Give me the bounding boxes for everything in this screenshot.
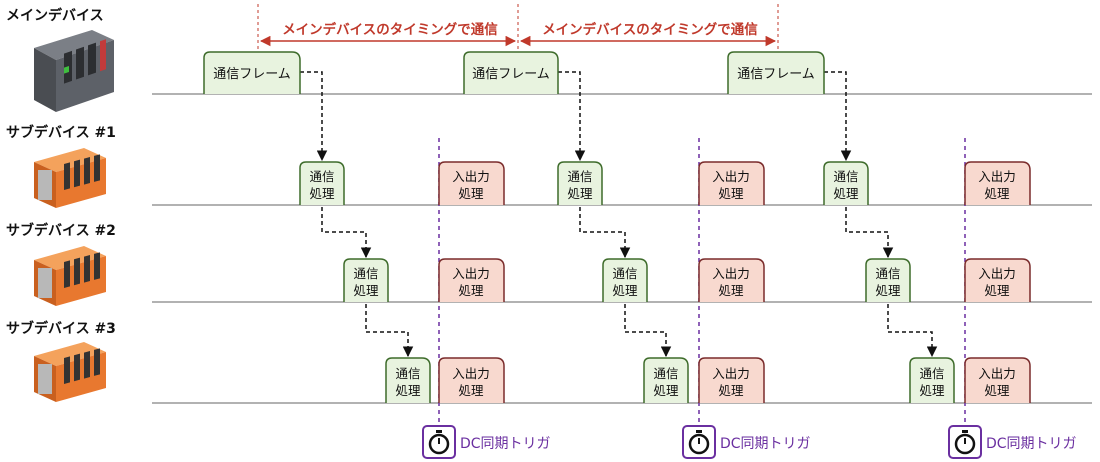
flow-arrow (887, 304, 938, 358)
flow-arrow (365, 304, 414, 358)
svg-text:処理: 処理 (653, 383, 679, 398)
row-label-main: メインデバイス (6, 8, 104, 24)
svg-text:入出力: 入出力 (978, 169, 1016, 184)
comm-process-block: 通信 処理 (299, 161, 345, 205)
io-process-block: 入出力 処理 (698, 258, 765, 302)
flow-arrow (300, 71, 328, 162)
svg-text:処理: 処理 (718, 186, 744, 201)
dc-trigger-2: DC同期トリガ (682, 425, 811, 459)
svg-text:入出力: 入出力 (978, 366, 1016, 381)
comm-process-block: 通信 処理 (643, 357, 689, 403)
svg-text:処理: 処理 (718, 283, 744, 298)
dc-trigger-3: DC同期トリガ (948, 425, 1077, 459)
svg-text:処理: 処理 (718, 383, 744, 398)
svg-text:通信フレーム: 通信フレーム (737, 67, 815, 82)
svg-text:処理: 処理 (833, 186, 859, 201)
svg-text:処理: 処理 (984, 186, 1010, 201)
svg-text:処理: 処理 (875, 283, 901, 298)
sub3-device-icon (34, 342, 106, 402)
svg-text:通信: 通信 (395, 366, 420, 381)
comm-process-block: 通信 処理 (602, 258, 648, 302)
comm-frame-3: 通信フレーム (727, 51, 825, 94)
svg-text:入出力: 入出力 (712, 266, 750, 281)
dc-trigger-1: DC同期トリガ (422, 425, 551, 459)
flow-arrow (558, 71, 586, 162)
svg-text:通信: 通信 (309, 169, 334, 184)
io-process-block: 入出力 処理 (964, 258, 1031, 302)
flow-arrow (845, 207, 894, 259)
svg-text:通信: 通信 (567, 169, 592, 184)
flow-arrow (824, 71, 852, 162)
svg-text:処理: 処理 (309, 186, 335, 201)
io-process-block: 入出力 処理 (438, 258, 505, 302)
io-process-block: 入出力 処理 (698, 161, 765, 205)
svg-text:入出力: 入出力 (452, 266, 490, 281)
sub1-device-icon (34, 148, 106, 208)
svg-text:DC同期トリガ: DC同期トリガ (720, 436, 811, 452)
comm-process-block: 通信 処理 (557, 161, 603, 205)
timing-label-2: メインデバイスのタイミングで通信 (542, 21, 758, 38)
row-label-sub3: サブデバイス #3 (6, 321, 116, 337)
flow-arrow (579, 207, 631, 259)
comm-process-block: 通信 処理 (865, 258, 911, 302)
svg-text:通信: 通信 (833, 169, 858, 184)
flow-arrow (624, 304, 672, 358)
comm-frame-2: 通信フレーム (463, 51, 559, 94)
svg-text:処理: 処理 (458, 283, 484, 298)
svg-text:処理: 処理 (458, 383, 484, 398)
comm-process-block: 通信 処理 (343, 258, 389, 302)
io-process-block: 入出力 処理 (438, 161, 505, 205)
svg-text:通信: 通信 (353, 266, 378, 281)
row-label-sub2: サブデバイス #2 (6, 223, 116, 239)
svg-text:DC同期トリガ: DC同期トリガ (460, 436, 551, 452)
svg-text:処理: 処理 (458, 186, 484, 201)
comm-process-block: 通信 処理 (823, 161, 869, 205)
row-label-sub1: サブデバイス #1 (6, 125, 116, 141)
io-process-block: 入出力 処理 (438, 357, 505, 403)
svg-text:入出力: 入出力 (452, 169, 490, 184)
comm-process-block: 通信 処理 (385, 357, 431, 403)
svg-text:処理: 処理 (567, 186, 593, 201)
timing-label-1: メインデバイスのタイミングで通信 (282, 21, 498, 38)
svg-text:入出力: 入出力 (712, 366, 750, 381)
svg-text:通信フレーム: 通信フレーム (472, 67, 550, 82)
svg-text:処理: 処理 (984, 383, 1010, 398)
svg-text:通信: 通信 (612, 266, 637, 281)
svg-text:処理: 処理 (984, 283, 1010, 298)
svg-text:入出力: 入出力 (452, 366, 490, 381)
svg-text:通信: 通信 (919, 366, 944, 381)
sub2-device-icon (34, 246, 106, 306)
io-process-block: 入出力 処理 (698, 357, 765, 403)
io-process-block: 入出力 処理 (964, 357, 1031, 403)
comm-frame-1: 通信フレーム (203, 51, 301, 94)
svg-text:処理: 処理 (919, 383, 945, 398)
svg-text:通信: 通信 (653, 366, 678, 381)
svg-text:入出力: 入出力 (712, 169, 750, 184)
svg-text:通信: 通信 (875, 266, 900, 281)
svg-text:処理: 処理 (612, 283, 638, 298)
io-process-block: 入出力 処理 (964, 161, 1031, 205)
svg-text:DC同期トリガ: DC同期トリガ (986, 436, 1077, 452)
svg-text:通信フレーム: 通信フレーム (213, 67, 291, 82)
svg-text:処理: 処理 (395, 383, 421, 398)
main-device-icon (34, 30, 114, 112)
flow-arrow (321, 207, 372, 259)
comm-process-block: 通信 処理 (909, 357, 955, 403)
svg-text:処理: 処理 (353, 283, 379, 298)
svg-text:入出力: 入出力 (978, 266, 1016, 281)
